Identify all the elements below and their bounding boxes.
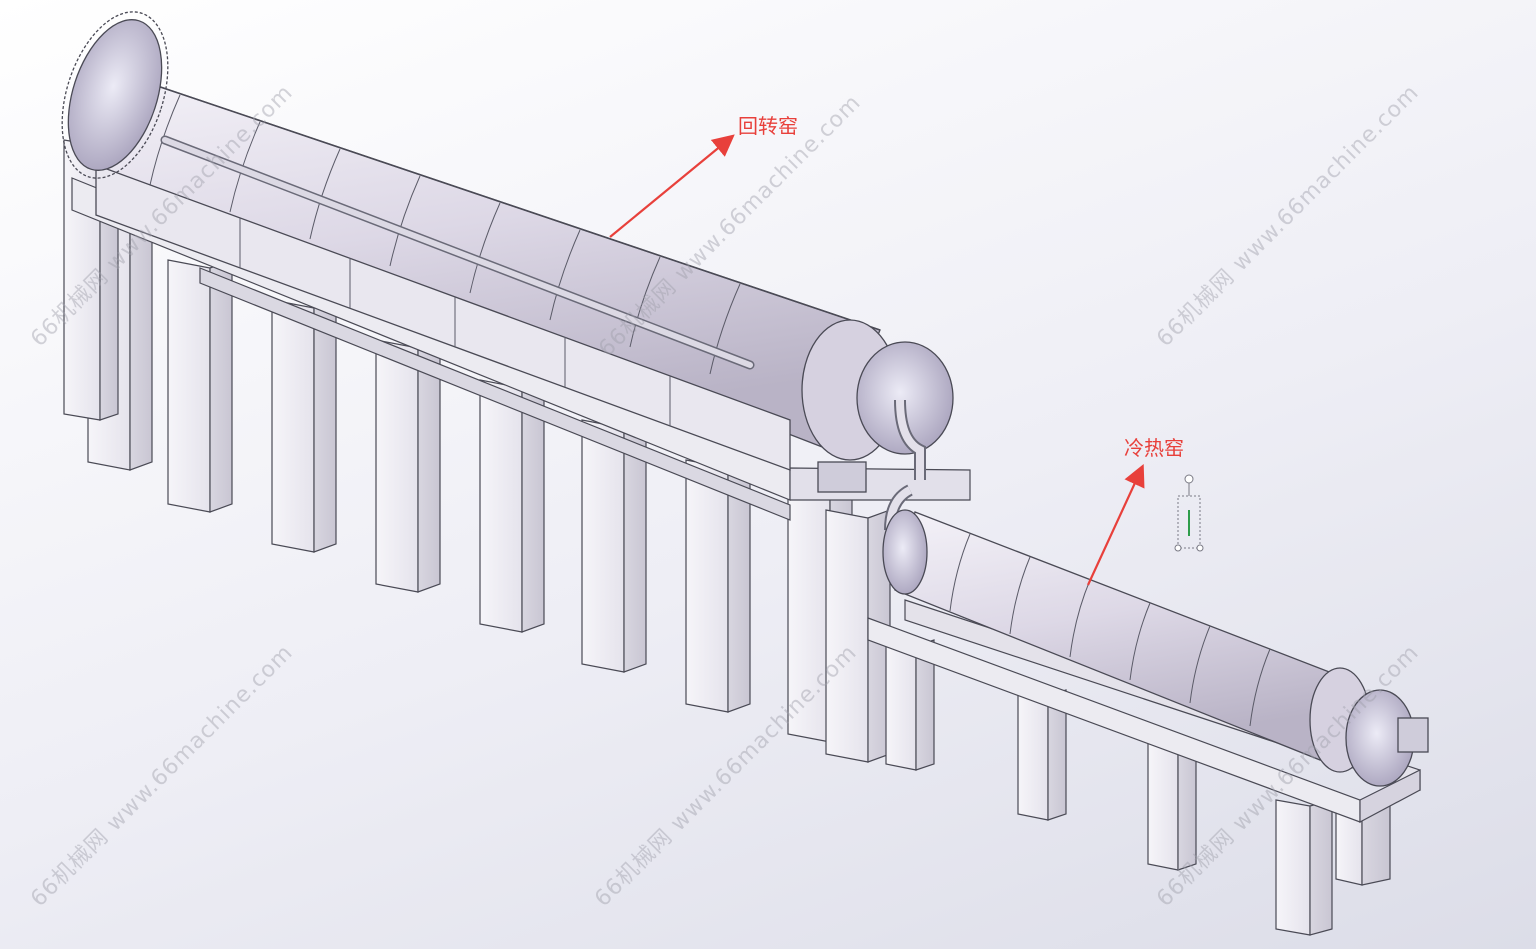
pillar xyxy=(685,459,751,713)
pillar xyxy=(271,299,337,553)
pillar xyxy=(375,339,441,593)
cooling-kiln-pillars xyxy=(885,639,1391,936)
drum-ring-lines xyxy=(149,94,741,375)
pillar xyxy=(1147,739,1197,871)
cooling-kiln-label: 冷热窑 xyxy=(1124,436,1184,460)
pillar xyxy=(167,259,233,513)
rotary-kiln-discharge-end xyxy=(801,319,954,531)
rotary-kiln-arrow xyxy=(609,134,735,238)
pillar xyxy=(1275,799,1333,936)
selection-handle xyxy=(1174,474,1204,552)
rotary-kiln xyxy=(79,69,881,471)
pillar xyxy=(479,379,545,633)
pillar xyxy=(1335,805,1391,886)
rotary-kiln-label: 回转窑 xyxy=(738,114,798,138)
rotary-kiln-feed-end xyxy=(61,11,169,179)
rotary-kiln-pillars xyxy=(63,139,891,763)
pillar xyxy=(1017,689,1067,821)
cooling-kiln xyxy=(882,509,1429,787)
pillar xyxy=(581,419,647,673)
cooling-kiln-arrow xyxy=(1087,464,1145,586)
cooling-drum-ring-lines xyxy=(949,533,1271,727)
cabinet-dividers xyxy=(239,218,671,426)
